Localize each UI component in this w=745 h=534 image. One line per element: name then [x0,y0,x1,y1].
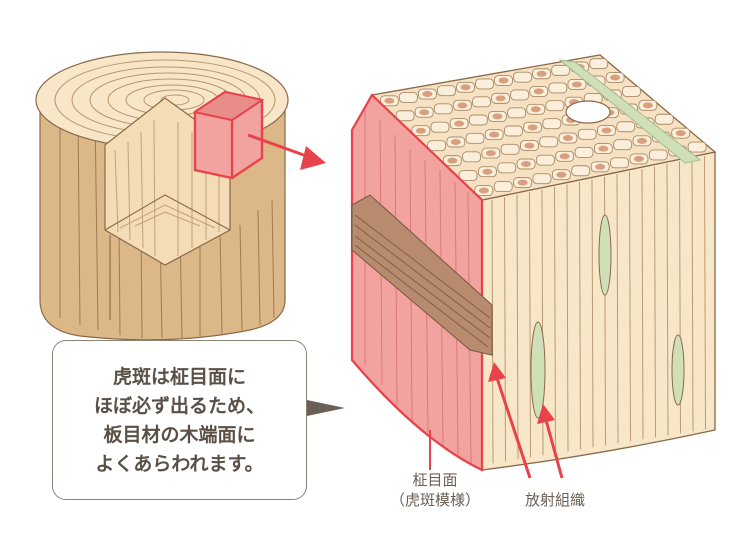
ray-tissue-label: 放射組織 [524,491,585,509]
callout-text: 虎斑は柾目面に ほぼ必ず出るため、 板目材の木端面に よくあらわれます。 [93,366,265,475]
ray-tissue-marks [530,214,685,419]
masame-label: 柾目面 （虎斑模様） [380,470,490,510]
ray-fleck-band [351,194,493,356]
log-illustration [35,51,326,341]
callout-pointer [307,400,345,416]
masame-label-line1: 柾目面 [412,471,458,489]
wood-block-illustration [350,54,717,479]
ray-pointer-arrows [488,362,564,479]
log-highlight-cube [192,90,265,180]
zoom-arrow [247,133,326,170]
explanation-callout: 虎斑は柾目面に ほぼ必ず出るため、 板目材の木端面に よくあらわれます。 [52,340,307,500]
masame-label-line2: （虎斑模様） [389,491,480,509]
